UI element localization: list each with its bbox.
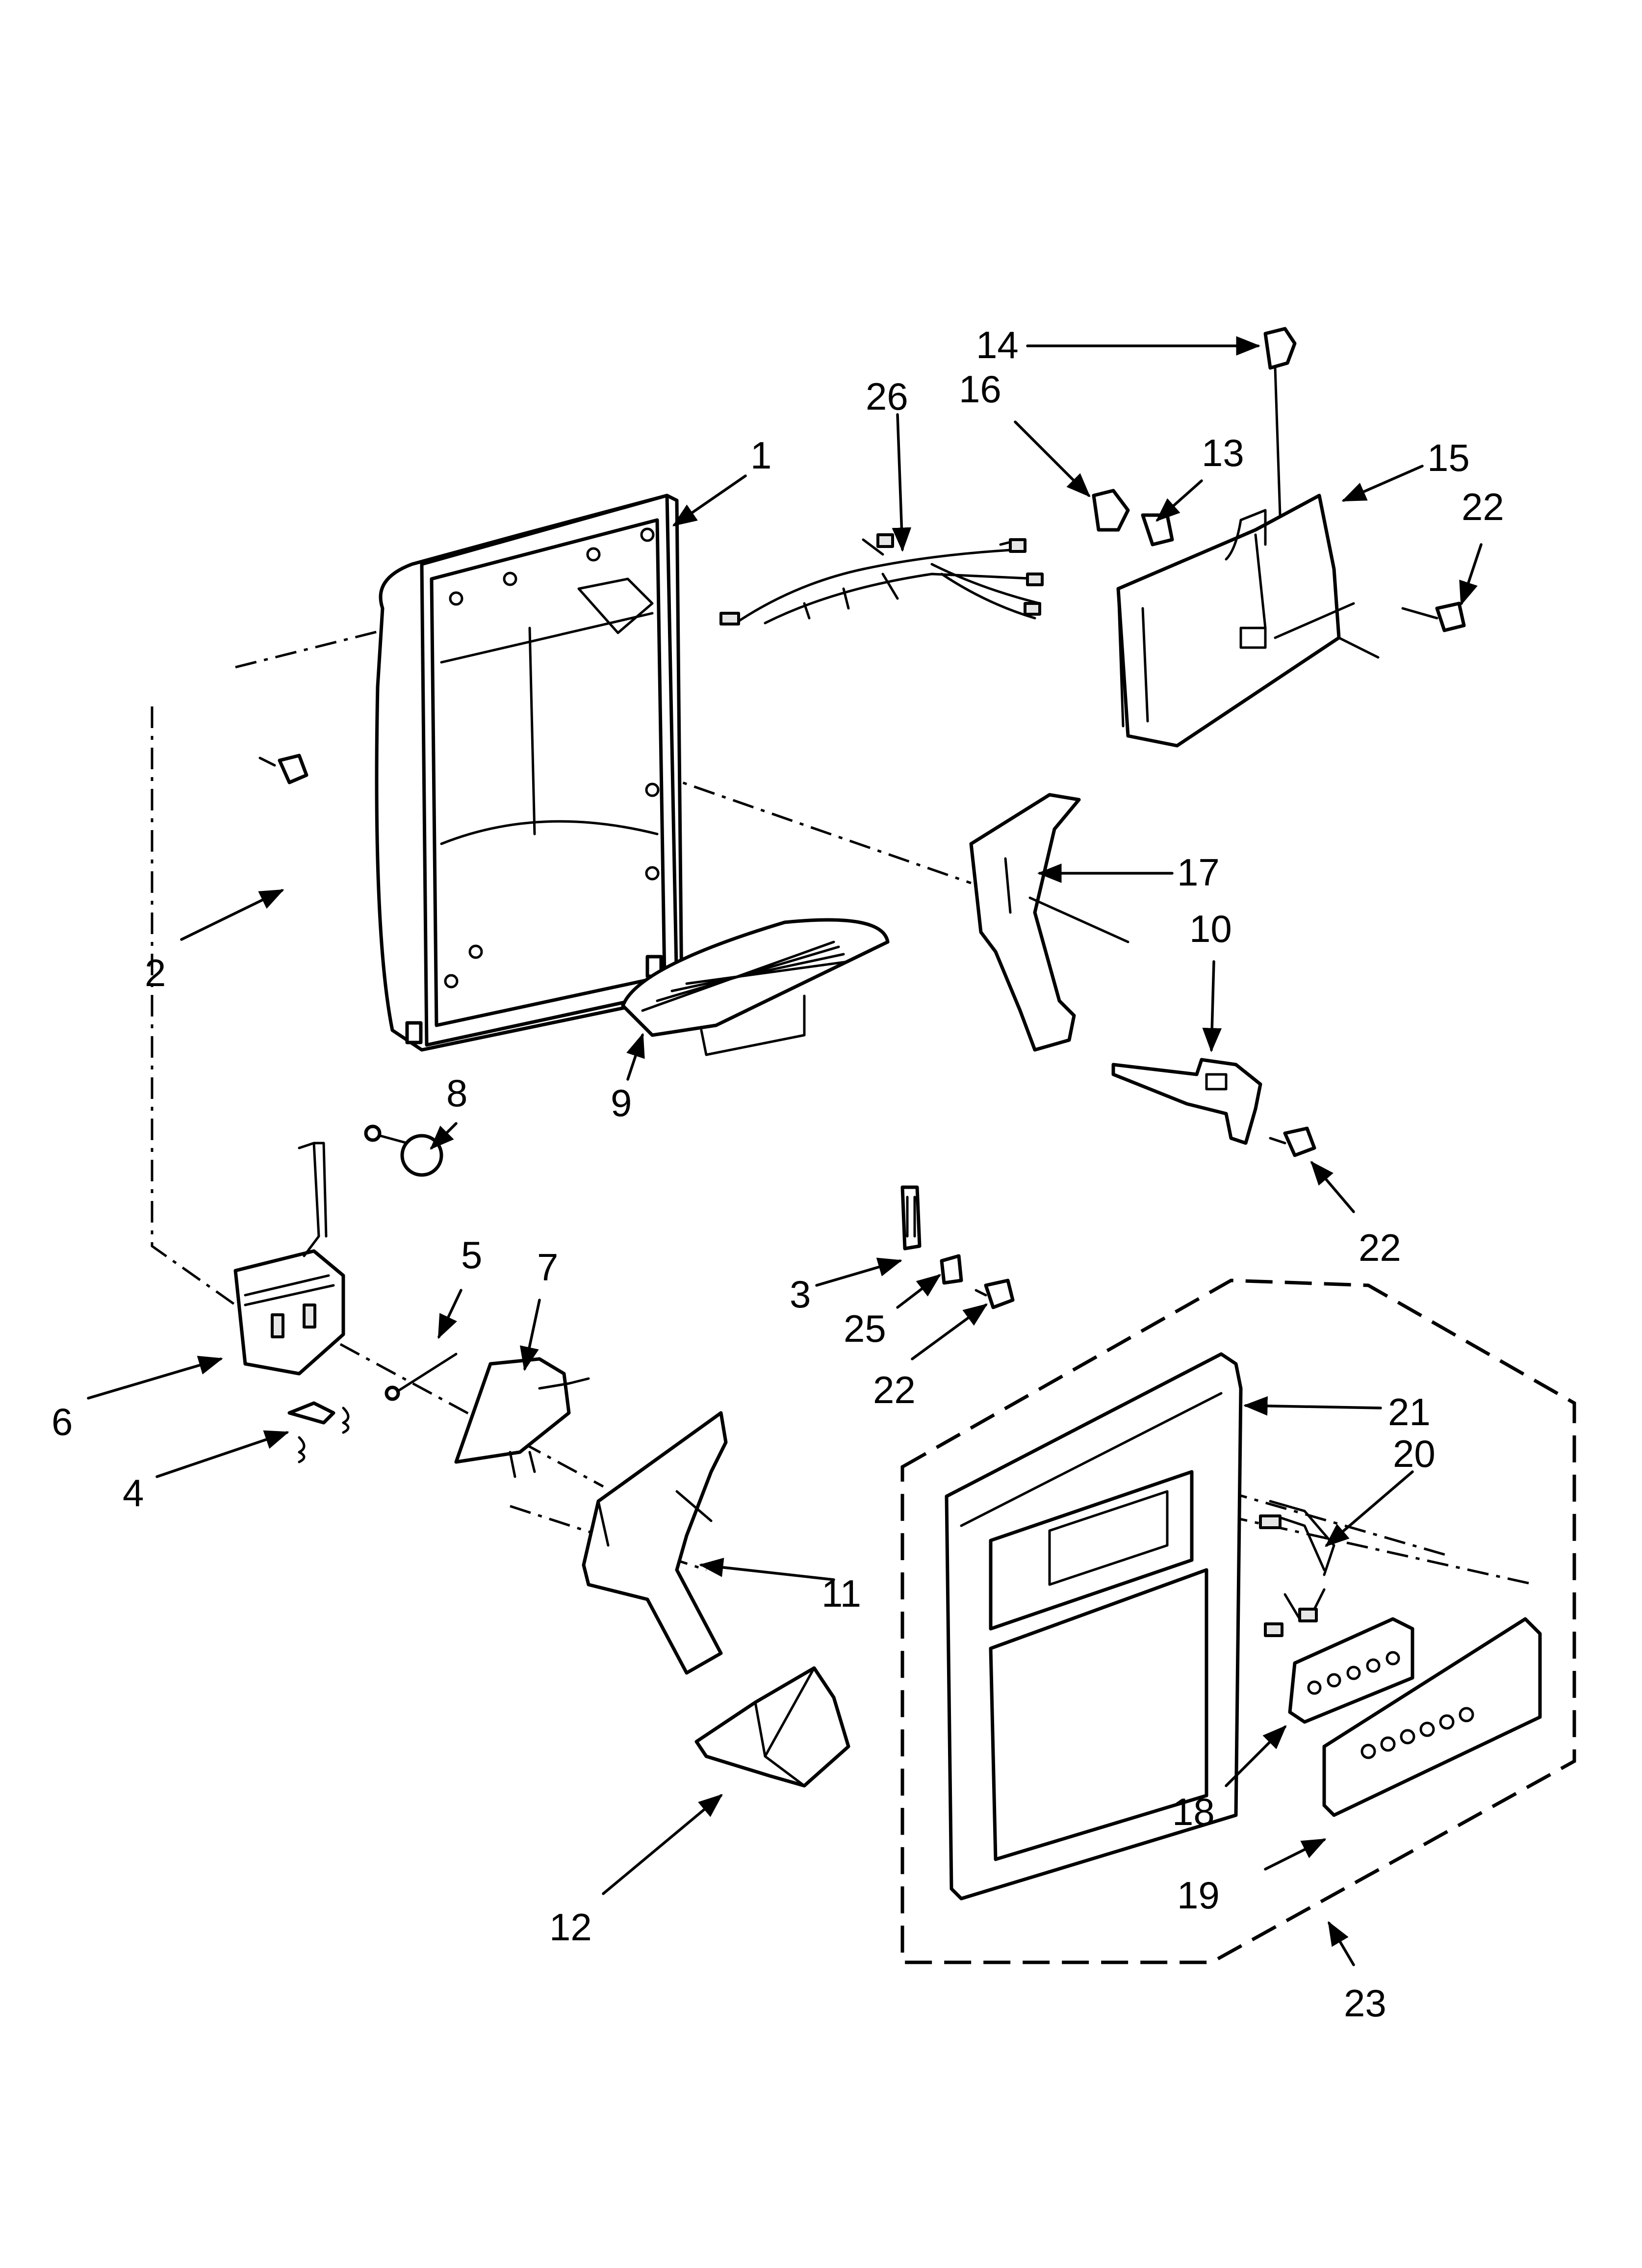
switch-part bbox=[900, 1185, 963, 1285]
callout-21: 21 bbox=[1388, 1390, 1431, 1434]
callout-22-top: 22 bbox=[1462, 485, 1504, 528]
callout-20: 20 bbox=[1393, 1432, 1436, 1475]
screw-part bbox=[1401, 601, 1466, 632]
callout-25: 25 bbox=[844, 1307, 886, 1350]
callout-10: 10 bbox=[1189, 907, 1232, 950]
front-panel-assembly-outline bbox=[900, 1278, 1576, 1964]
front-panel-part bbox=[945, 1352, 1243, 1901]
callout-17: 17 bbox=[1177, 851, 1220, 894]
callout-8: 8 bbox=[446, 1071, 467, 1115]
callout-19: 19 bbox=[1177, 1874, 1220, 1917]
screw-part bbox=[258, 754, 308, 784]
callout-5: 5 bbox=[461, 1233, 482, 1277]
ice-chute-funnel-part bbox=[694, 1666, 850, 1788]
callout-16: 16 bbox=[959, 367, 1001, 411]
pin-part bbox=[385, 1353, 458, 1401]
callout-22-right: 22 bbox=[1359, 1226, 1401, 1269]
callout-15: 15 bbox=[1427, 436, 1470, 479]
callout-26: 26 bbox=[866, 375, 908, 418]
spring-part bbox=[287, 1401, 350, 1463]
callout-18: 18 bbox=[1172, 1790, 1215, 1833]
drip-tray-grille-part bbox=[621, 918, 890, 1056]
callout-labels: 1 2 3 4 5 6 7 8 9 10 11 12 13 14 15 16 1… bbox=[51, 323, 1504, 2025]
callout-6: 6 bbox=[51, 1400, 73, 1443]
alignment-lines bbox=[151, 617, 1536, 1586]
solenoid-plunger-part bbox=[364, 1124, 443, 1177]
callout-11: 11 bbox=[821, 1572, 861, 1615]
wire-harness-part bbox=[719, 533, 1044, 626]
callout-2: 2 bbox=[145, 951, 166, 994]
screw-part bbox=[1269, 1126, 1316, 1157]
callout-12: 12 bbox=[549, 1905, 592, 1949]
callout-23: 23 bbox=[1344, 1981, 1386, 2025]
actuator-part bbox=[1111, 1058, 1262, 1145]
callout-14: 14 bbox=[976, 323, 1019, 366]
callout-3: 3 bbox=[790, 1273, 811, 1316]
callout-22-mid: 22 bbox=[873, 1368, 916, 1411]
callout-4: 4 bbox=[123, 1471, 144, 1514]
screw-part bbox=[975, 1278, 1015, 1309]
chute-door-part bbox=[582, 1411, 728, 1675]
control-board-part bbox=[1288, 1617, 1414, 1724]
ice-chute-lever-part bbox=[969, 793, 1129, 1052]
dispenser-bracket-part bbox=[1092, 327, 1380, 748]
leader-lines bbox=[87, 336, 1483, 1966]
dispenser-housing-part bbox=[375, 494, 684, 1052]
control-overlay-part bbox=[1322, 1617, 1542, 1817]
callout-13: 13 bbox=[1202, 431, 1244, 474]
callout-9: 9 bbox=[611, 1081, 632, 1124]
callout-7: 7 bbox=[537, 1246, 558, 1289]
callout-1: 1 bbox=[750, 434, 771, 477]
solenoid-coil-part bbox=[233, 1142, 345, 1376]
hinge-part bbox=[454, 1357, 590, 1478]
wire-harness-small-part bbox=[1259, 1500, 1335, 1637]
